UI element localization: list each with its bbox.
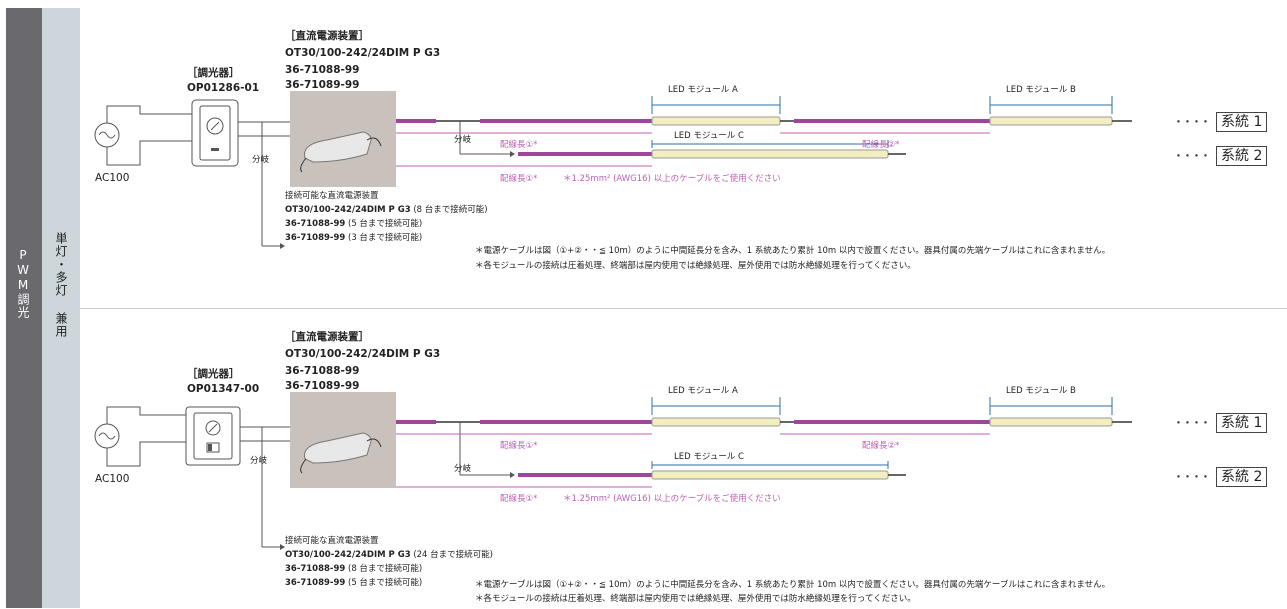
length-1-label: 配線長①* bbox=[500, 441, 538, 451]
wiring-diagram-drawing bbox=[94, 91, 1132, 249]
connectable-psu-header: 接続可能な直流電源装置 bbox=[285, 536, 379, 546]
branch-label-1: 分岐 bbox=[252, 155, 270, 165]
installation-note-2: ＊各モジュールの接続は圧着処理、終端部は屋内使用では絶縁処理、屋外使用では防水絶… bbox=[475, 261, 916, 271]
length-1-label: 配線長①* bbox=[500, 140, 538, 150]
dimmer-model: OP01347-00 bbox=[187, 383, 260, 395]
length-3-label: 配線長①* bbox=[500, 174, 538, 184]
continuation-dots-1: ････ bbox=[1175, 115, 1211, 131]
system-2-label: 系統 2 bbox=[1216, 467, 1268, 487]
connectable-psu-3: 36-71089-99 (5 台まで接続可能) bbox=[285, 578, 423, 588]
connectable-psu-2: 36-71088-99 (8 台まで接続可能) bbox=[285, 564, 423, 574]
connectable-psu-1: OT30/100-242/24DIM P G3 (8 台まで接続可能) bbox=[285, 205, 488, 215]
system-1-label: 系統 1 bbox=[1216, 112, 1268, 132]
usage-sidebar bbox=[42, 8, 80, 608]
wiring-diagram-panel-2: ［直流電源装置］ OT30/100-242/24DIM P G3 36-7108… bbox=[80, 308, 1287, 609]
connectable-psu-header: 接続可能な直流電源装置 bbox=[285, 191, 379, 201]
module-a-label: LED モジュール A bbox=[668, 386, 738, 396]
ac-label: AC100 bbox=[95, 172, 130, 184]
module-a-label: LED モジュール A bbox=[668, 85, 738, 95]
length-3-label: 配線長①* bbox=[500, 494, 538, 504]
length-2-label: 配線長②* bbox=[862, 140, 900, 150]
usage-label: 単灯・多灯 兼用 bbox=[54, 232, 68, 338]
psu-model: OT30/100-242/24DIM P G3 bbox=[285, 348, 441, 360]
led-module-b bbox=[989, 417, 1113, 427]
module-b-label: LED モジュール B bbox=[1006, 85, 1076, 95]
cable-note: ＊1.25mm² (AWG16) 以上のケーブルをご使用ください bbox=[563, 174, 781, 184]
installation-note-2: ＊各モジュールの接続は圧着処理、終端部は屋内使用では絶縁処理、屋外使用では防水絶… bbox=[475, 594, 916, 604]
length-2-label: 配線長②* bbox=[862, 441, 900, 451]
psu-header: ［直流電源装置］ bbox=[285, 331, 369, 343]
continuation-dots-1: ････ bbox=[1175, 416, 1211, 432]
connectable-psu-3: 36-71089-99 (3 台まで接続可能) bbox=[285, 233, 423, 243]
wiring-diagram-drawing bbox=[94, 392, 1132, 550]
led-module-a bbox=[651, 116, 781, 126]
system-1-label: 系統 1 bbox=[1216, 413, 1268, 433]
branch-label-2: 分岐 bbox=[454, 464, 472, 474]
psu-model: OT30/100-242/24DIM P G3 bbox=[285, 47, 441, 59]
connectable-psu-1: OT30/100-242/24DIM P G3 (24 台まで接続可能) bbox=[285, 550, 493, 560]
dimmer-header: ［調光器］ bbox=[187, 67, 240, 79]
led-module-c bbox=[651, 149, 889, 159]
wiring-diagram-panel-1: ［直流電源装置］ OT30/100-242/24DIM P G3 36-7108… bbox=[80, 8, 1287, 308]
dimmer-header: ［調光器］ bbox=[187, 368, 240, 380]
dimmer-model: OP01286-01 bbox=[187, 82, 260, 94]
continuation-dots-2: ････ bbox=[1175, 470, 1211, 486]
branch-label-1: 分岐 bbox=[250, 456, 268, 466]
connectable-psu-2: 36-71088-99 (5 台まで接続可能) bbox=[285, 219, 423, 229]
module-c-label: LED モジュール C bbox=[674, 131, 744, 141]
cable-note: ＊1.25mm² (AWG16) 以上のケーブルをご使用ください bbox=[563, 494, 781, 504]
psu-code-2: 36-71089-99 bbox=[285, 79, 360, 91]
module-b-label: LED モジュール B bbox=[1006, 386, 1076, 396]
led-module-c bbox=[651, 470, 889, 480]
led-module-b bbox=[989, 116, 1113, 126]
installation-note-1: ＊電源ケーブルは図（①+②・・≦ 10m）のように中間延長分を含み、1 系統あた… bbox=[475, 246, 1111, 256]
system-2-label: 系統 2 bbox=[1216, 146, 1268, 166]
mode-label: PWM調光 bbox=[16, 248, 30, 319]
ac-label: AC100 bbox=[95, 473, 130, 485]
led-module-a bbox=[651, 417, 781, 427]
continuation-dots-2: ････ bbox=[1175, 149, 1211, 165]
mode-sidebar bbox=[6, 8, 42, 608]
module-c-label: LED モジュール C bbox=[674, 452, 744, 462]
psu-code-1: 36-71088-99 bbox=[285, 64, 360, 76]
installation-note-1: ＊電源ケーブルは図（①+②・・≦ 10m）のように中間延長分を含み、1 系統あた… bbox=[475, 580, 1111, 590]
psu-header: ［直流電源装置］ bbox=[285, 30, 369, 42]
psu-code-1: 36-71088-99 bbox=[285, 365, 360, 377]
branch-label-2: 分岐 bbox=[454, 135, 472, 145]
psu-code-2: 36-71089-99 bbox=[285, 380, 360, 392]
